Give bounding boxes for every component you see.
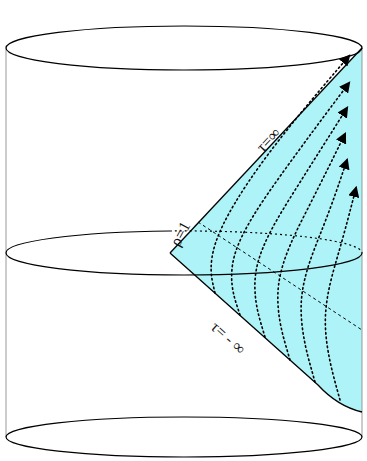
lower-edge bbox=[170, 253, 362, 412]
bottom-ellipse bbox=[6, 417, 362, 457]
flow-line bbox=[278, 134, 345, 360]
flow-line bbox=[301, 160, 347, 382]
wedge-region bbox=[170, 48, 362, 412]
cylinder-side bbox=[6, 48, 7, 437]
flow-line bbox=[325, 188, 356, 400]
flow-line bbox=[211, 56, 349, 293]
middle-ellipse-back bbox=[6, 231, 170, 253]
cylinder-side bbox=[362, 48, 363, 437]
middle-ellipse-back-dotted bbox=[170, 231, 362, 253]
axis-label: τ= - ∞ bbox=[208, 319, 249, 358]
middle-ellipse-front bbox=[6, 253, 362, 275]
top-ellipse bbox=[6, 26, 362, 70]
